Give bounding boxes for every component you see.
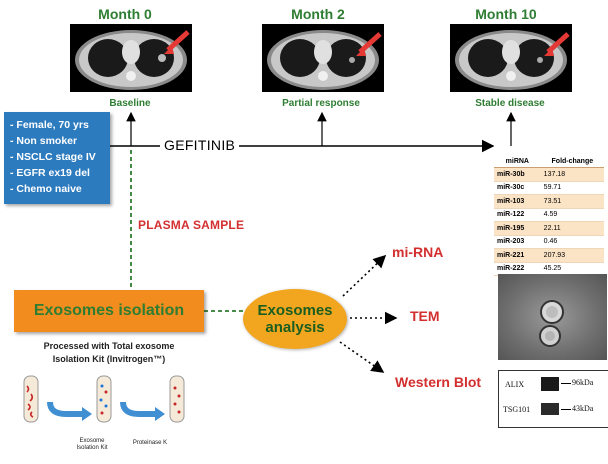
patient-egfr: - EGFR ex19 del xyxy=(10,167,90,179)
mirna-name: miR-195 xyxy=(494,221,541,236)
mirna-name: miR-30c xyxy=(494,181,541,195)
fold-change-value: 59.71 xyxy=(540,181,604,195)
fold-change-value: 137.18 xyxy=(540,167,604,182)
kit-line-2: Isolation Kit (Invitrogen™) xyxy=(52,354,166,364)
wb-alix-label: ALIX xyxy=(505,380,525,389)
month-10-label: Month 10 xyxy=(475,6,537,22)
mirna-table-header: miRNA Fold-change xyxy=(494,156,604,168)
status-baseline: Baseline xyxy=(109,98,151,109)
status-partial-response: Partial response xyxy=(282,98,360,109)
fold-change-value: 22.11 xyxy=(540,221,604,236)
fold-change-value: 207.93 xyxy=(540,248,604,263)
output-tem: TEM xyxy=(410,308,440,324)
exosomes-isolation-box: Exosomes isolation xyxy=(14,290,204,332)
wb-tsg101-marker-line xyxy=(561,409,571,410)
status-stable-disease: Stable disease xyxy=(475,98,545,109)
curved-arrow-2 xyxy=(120,401,157,417)
step-2-label: Proteinase K xyxy=(132,440,168,446)
tube-1 xyxy=(23,375,39,423)
patient-stage: - NSCLC stage IV xyxy=(10,151,96,163)
mirna-name: miR-103 xyxy=(494,194,541,209)
tem-micrograph xyxy=(498,274,607,360)
step-1-line-1: Exosome xyxy=(79,438,105,444)
step-1-line-2: Isolation Kit xyxy=(76,445,108,451)
drug-label: GEFITINIB xyxy=(160,137,240,153)
wb-alix-band xyxy=(541,377,559,391)
patient-smoking: - Non smoker xyxy=(10,135,78,147)
arrow-to-wb xyxy=(339,341,385,373)
patient-chemo: - Chemo naive xyxy=(10,183,82,195)
wb-alix-size: 96kDa xyxy=(572,378,594,387)
wb-tsg101-size: 43kDa xyxy=(572,404,594,413)
tubes-illustration xyxy=(23,375,185,423)
ct-scan-month-2 xyxy=(262,24,384,92)
month-0-label: Month 0 xyxy=(98,6,152,22)
wb-tsg101-label: TSG101 xyxy=(503,405,531,414)
exosomes-isolation-title: Exosomes isolation xyxy=(33,302,185,319)
output-mirna: mi-RNA xyxy=(392,244,444,260)
step-1-label: Exosome Isolation Kit xyxy=(62,438,122,452)
analysis-line-2: analysis xyxy=(265,319,325,336)
kit-description: Processed with Total exosome Isolation K… xyxy=(24,340,194,366)
tube-2 xyxy=(96,375,112,423)
month-2-label: Month 2 xyxy=(291,6,345,22)
output-western-blot: Western Blot xyxy=(395,374,482,390)
tube-3 xyxy=(169,375,185,423)
kit-line-1: Processed with Total exosome xyxy=(43,341,175,351)
fold-change-value: 73.51 xyxy=(540,194,604,209)
wb-tsg101-band xyxy=(541,403,559,415)
patient-sex-age: - Female, 70 yrs xyxy=(10,119,89,131)
wb-alix-marker-line xyxy=(561,383,571,384)
exosomes-analysis-ellipse: Exosomes analysis xyxy=(243,289,347,349)
arrow-to-mirna xyxy=(342,254,387,297)
patient-info-box: - Female, 70 yrs - Non smoker - NSCLC st… xyxy=(4,112,110,204)
mirna-name: miR-221 xyxy=(494,248,541,263)
western-blot-image: ALIX TSG101 96kDa 43kDa xyxy=(498,370,608,428)
ct-scan-month-10 xyxy=(450,24,572,92)
curved-arrow-1 xyxy=(47,401,84,417)
mirna-name: miR-122 xyxy=(494,208,541,222)
ct-scan-month-0 xyxy=(70,24,192,92)
mirna-name: miR-30b xyxy=(494,167,541,182)
header-fold-change: Fold-change xyxy=(540,156,604,168)
fold-change-value: 0.46 xyxy=(540,235,604,249)
analysis-line-1: Exosomes xyxy=(257,302,333,319)
fold-change-value: 4.59 xyxy=(540,208,604,222)
header-mirna: miRNA xyxy=(494,156,541,168)
mirna-name: miR-203 xyxy=(494,235,541,249)
plasma-sample-label: PLASMA SAMPLE xyxy=(138,218,245,232)
